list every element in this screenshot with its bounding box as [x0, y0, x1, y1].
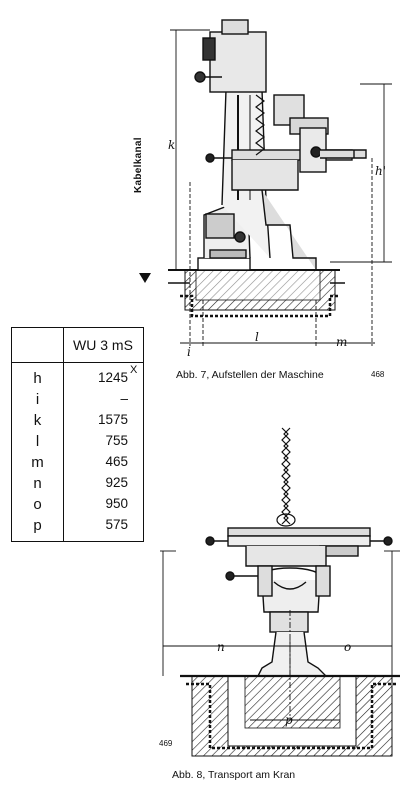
row-key: o	[33, 496, 42, 513]
row-key: i	[35, 391, 40, 408]
dimension-lines-fig8	[160, 550, 400, 721]
table-row: p 575	[12, 517, 143, 537]
table-row: n 925	[12, 475, 143, 495]
table-header-model: WU 3 mS	[73, 337, 133, 353]
dim-m-label: m	[336, 335, 348, 349]
foundation-fig7	[168, 269, 345, 318]
table-divider-vertical	[63, 328, 64, 541]
dim-p-label: p	[285, 713, 293, 727]
dim-n-label: n	[217, 640, 225, 654]
table-row: o 950	[12, 496, 143, 516]
row-value: –	[120, 391, 128, 406]
foundation-fig8	[180, 674, 400, 757]
row-value: 755	[105, 433, 128, 448]
kabelkanal-arrow	[139, 273, 151, 283]
row-value: 1245	[97, 370, 128, 385]
dimension-lines-fig7	[170, 29, 392, 346]
dim-k-label: k	[168, 138, 176, 152]
row-key: h	[33, 370, 42, 387]
figure-7-caption: Abb. 7, Aufstellen der Maschine	[176, 369, 324, 381]
dimensions-table: WU 3 mS X h 1245 i – k 1575 l 755 m 465 …	[11, 327, 144, 542]
figure-8-caption: Abb. 8, Transport am Kran	[172, 769, 296, 781]
dim-i-label: i	[187, 345, 191, 359]
row-key: n	[33, 475, 42, 492]
table-row: l 755	[12, 433, 143, 453]
row-key: k	[33, 412, 42, 429]
row-value: 465	[105, 454, 128, 469]
row-value: 575	[105, 517, 128, 532]
dim-o-label: o	[344, 640, 352, 654]
table-row: h 1245	[12, 370, 143, 390]
table-row: i –	[12, 391, 143, 411]
figure-8-number: 469	[159, 739, 173, 748]
table-row: k 1575	[12, 412, 143, 432]
table-row: m 465	[12, 454, 143, 474]
row-value: 950	[105, 496, 128, 511]
row-value: 1575	[97, 412, 128, 427]
milling-machine-fig7	[194, 19, 367, 271]
row-key: p	[33, 517, 42, 534]
row-key: l	[35, 433, 40, 450]
row-value: 925	[105, 475, 128, 490]
table-mark: X	[130, 364, 138, 376]
table-divider-horizontal	[12, 362, 143, 363]
figure-7-number: 468	[371, 370, 385, 379]
dim-l-label: l	[255, 330, 259, 344]
crane-rope	[276, 427, 296, 527]
dim-h-prime-label: h'	[375, 164, 387, 178]
milling-machine-fig8	[205, 527, 393, 677]
row-key: m	[31, 454, 44, 471]
kabelkanal-label: Kabelkanal	[133, 137, 144, 193]
